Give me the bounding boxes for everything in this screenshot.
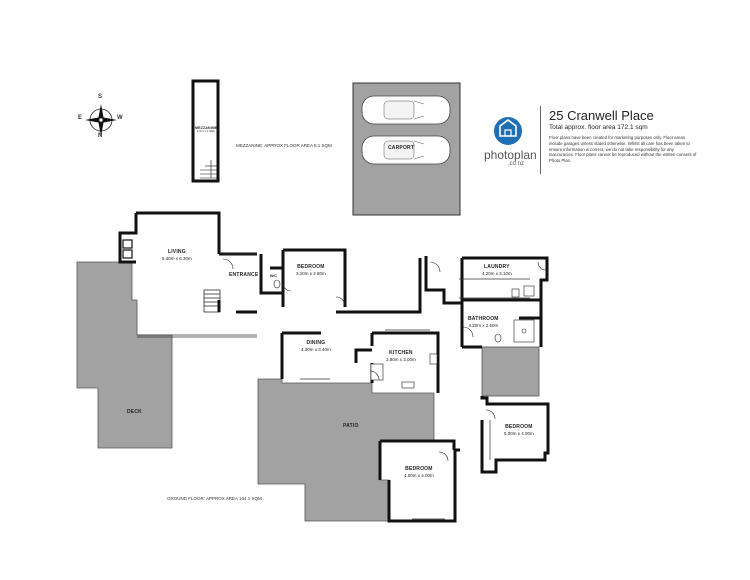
mezzanine-label: MEZZANINE 1.0m x 1.00m bbox=[195, 126, 218, 134]
room-entrance-label: ENTRANCE bbox=[229, 272, 259, 278]
room-dining-label: DINING 4.30m x 3.40m bbox=[301, 340, 331, 352]
deck-area bbox=[76, 261, 173, 449]
car-icon bbox=[361, 135, 451, 165]
carport-label: CARPORT bbox=[388, 145, 415, 151]
disclaimer-text: Floor plans have been created for market… bbox=[549, 135, 697, 164]
room-living-label: LIVING 6.40m x 6.30m bbox=[162, 249, 192, 261]
deck-label: DECK bbox=[127, 409, 142, 415]
room-wc-label: WC bbox=[270, 273, 278, 278]
photoplan-logo-icon bbox=[494, 117, 522, 145]
room-bedroom-2-label: BEDROOM 5.00m x 4.00m bbox=[504, 424, 534, 436]
room-bedroom-1-label: BEDROOM 3.10m x 2.80m bbox=[296, 264, 326, 276]
ground-floor-area-note: GROUND FLOOR: APPROX AREA 164.1 SQM bbox=[167, 496, 262, 501]
brand-domain: .co.nz bbox=[508, 161, 525, 167]
room-laundry-label: LAUNDRY 4.20m x 2.10m bbox=[482, 264, 512, 276]
door-swings bbox=[222, 258, 547, 462]
brand-name: photoplan bbox=[484, 148, 537, 162]
mezzanine-floor bbox=[191, 79, 220, 183]
window-lines bbox=[137, 253, 530, 520]
patio-area bbox=[257, 378, 435, 522]
compass-east-label: W bbox=[117, 115, 123, 121]
compass-north-label: S bbox=[98, 94, 103, 100]
compass-icon bbox=[85, 104, 117, 136]
total-floor-area: Total approx. floor area 172.1 sqm bbox=[549, 124, 648, 131]
toilet-icon bbox=[273, 279, 281, 289]
property-address: 25 Cranwell Place bbox=[549, 108, 654, 123]
compass-south-label: N bbox=[98, 133, 103, 139]
carport-area bbox=[352, 82, 461, 216]
car-icon bbox=[361, 95, 451, 125]
room-kitchen-label: KITCHEN 3.80m x 3.00m bbox=[386, 350, 416, 362]
shower-icon bbox=[513, 319, 535, 343]
basin-icon bbox=[494, 333, 502, 343]
stairs bbox=[203, 289, 221, 313]
laundry-fixture-icon bbox=[511, 285, 535, 298]
compass-west-label: E bbox=[78, 115, 83, 121]
header-separator bbox=[540, 106, 541, 174]
mezzanine-area-note: MEZZANINE: APPROX FLOOR AREA 8.1 SQM bbox=[236, 143, 332, 148]
fireplace-icon bbox=[122, 239, 133, 259]
room-bathroom-label: BATHROOM 4.20m x 2.50m bbox=[468, 316, 499, 328]
patio-label: PATIO bbox=[343, 423, 359, 429]
kitchen-counter-icon bbox=[370, 353, 438, 389]
side-court-area bbox=[481, 346, 540, 397]
room-bedroom-3-label: BEDROOM 4.00m x 4.00m bbox=[404, 466, 434, 478]
